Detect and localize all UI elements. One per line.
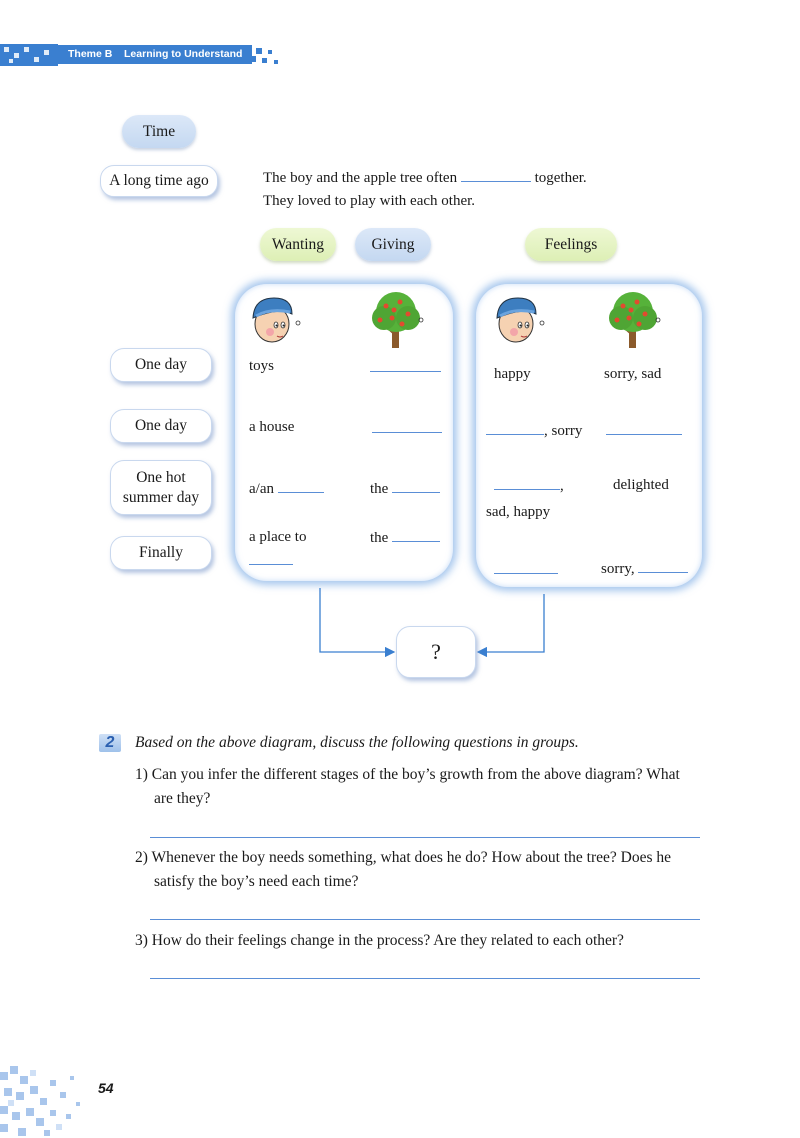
question-3-line-1: 3) How do their feelings change in the p… (135, 929, 624, 953)
answer-line-2[interactable] (150, 919, 700, 920)
outcome-question-box: ? (396, 626, 476, 678)
connector-arrows (0, 0, 800, 700)
answer-line-3[interactable] (150, 978, 700, 979)
exercise-number: 2 (99, 734, 121, 752)
answer-line-1[interactable] (150, 837, 700, 838)
page-number: 54 (98, 1080, 114, 1096)
question-2-line-1: 2) Whenever the boy needs something, wha… (135, 846, 671, 870)
exercise-instruction: Based on the above diagram, discuss the … (135, 731, 579, 755)
footer-pixel-decoration (0, 1062, 95, 1138)
question-1-line-2: are they? (154, 787, 210, 811)
question-1-line-1: 1) Can you infer the different stages of… (135, 763, 680, 787)
question-2-line-2: satisfy the boy’s need each time? (154, 870, 358, 894)
